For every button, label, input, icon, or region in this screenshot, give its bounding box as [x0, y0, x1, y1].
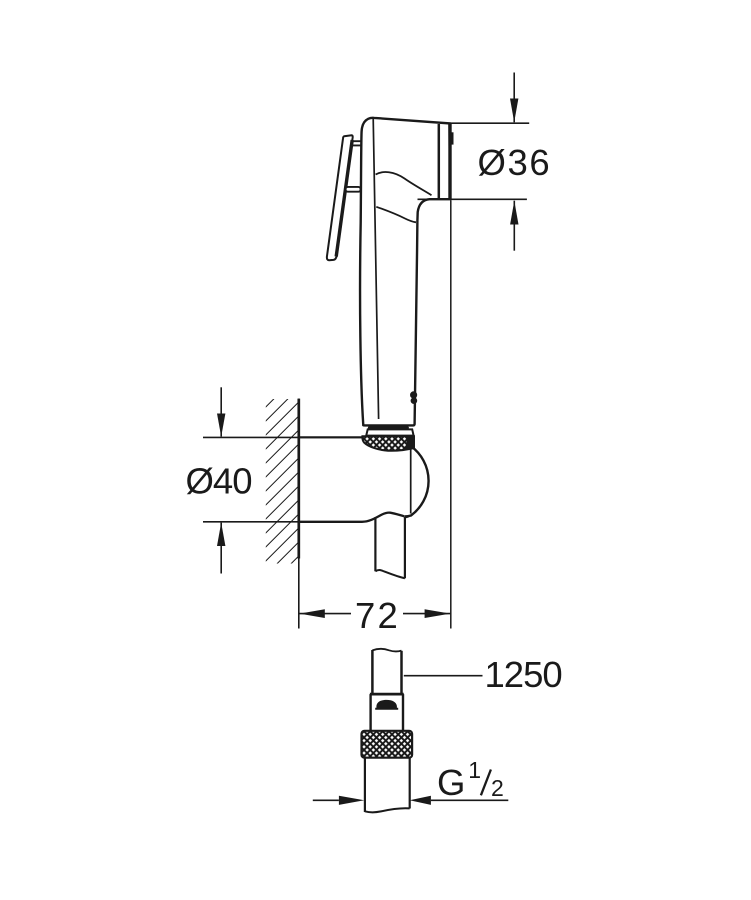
svg-text:72: 72 [355, 595, 400, 636]
svg-text:1250: 1250 [485, 654, 562, 695]
svg-text:G: G [437, 762, 465, 803]
svg-text:Ø36: Ø36 [478, 142, 552, 183]
svg-text:2: 2 [491, 775, 504, 801]
svg-text:Ø40: Ø40 [186, 461, 252, 502]
svg-text:1: 1 [468, 757, 481, 783]
